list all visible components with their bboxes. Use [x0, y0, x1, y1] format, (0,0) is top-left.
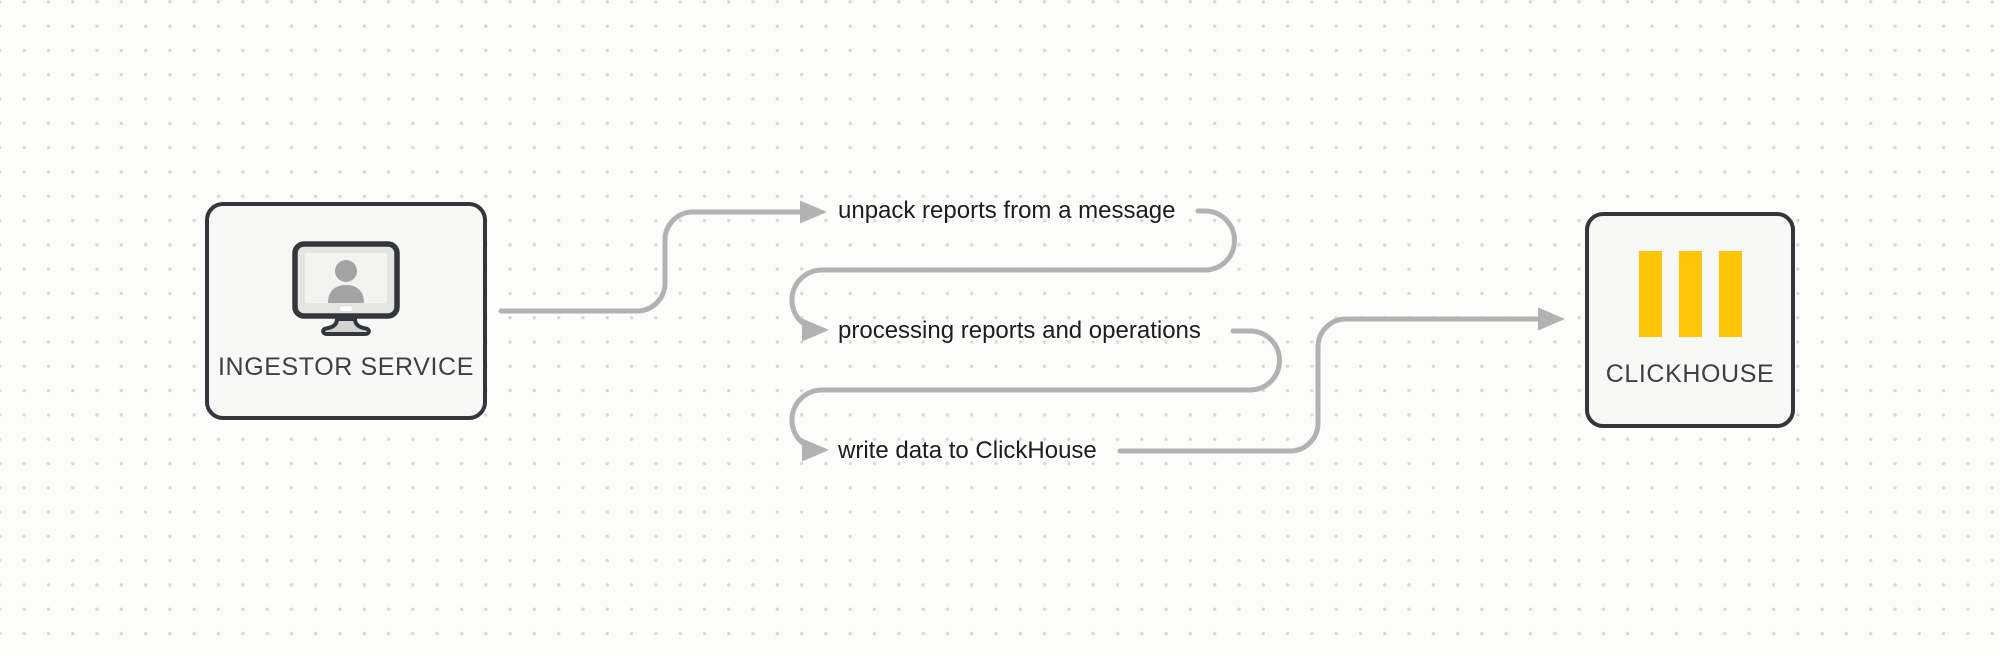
clickhouse-logo-bar — [1718, 251, 1742, 337]
clickhouse-title: CLICKHOUSE — [1605, 360, 1775, 388]
step-label-processing-reports: processing reports and operations — [838, 317, 1201, 344]
user-monitor-icon — [290, 240, 402, 336]
ingestor-service-title: INGESTOR SERVICE — [218, 353, 474, 381]
node-ingestor-service: INGESTOR SERVICE — [205, 202, 487, 420]
node-clickhouse: CLICKHOUSE — [1585, 212, 1795, 428]
clickhouse-logo-bar — [1638, 251, 1662, 337]
clickhouse-logo-bar — [1678, 251, 1702, 337]
step-label-write-data: write data to ClickHouse — [838, 437, 1097, 464]
arrow-ingestor-to-step1 — [498, 200, 827, 314]
step-label-unpack-reports: unpack reports from a message — [838, 197, 1176, 224]
clickhouse-logo-icon — [1638, 251, 1742, 337]
